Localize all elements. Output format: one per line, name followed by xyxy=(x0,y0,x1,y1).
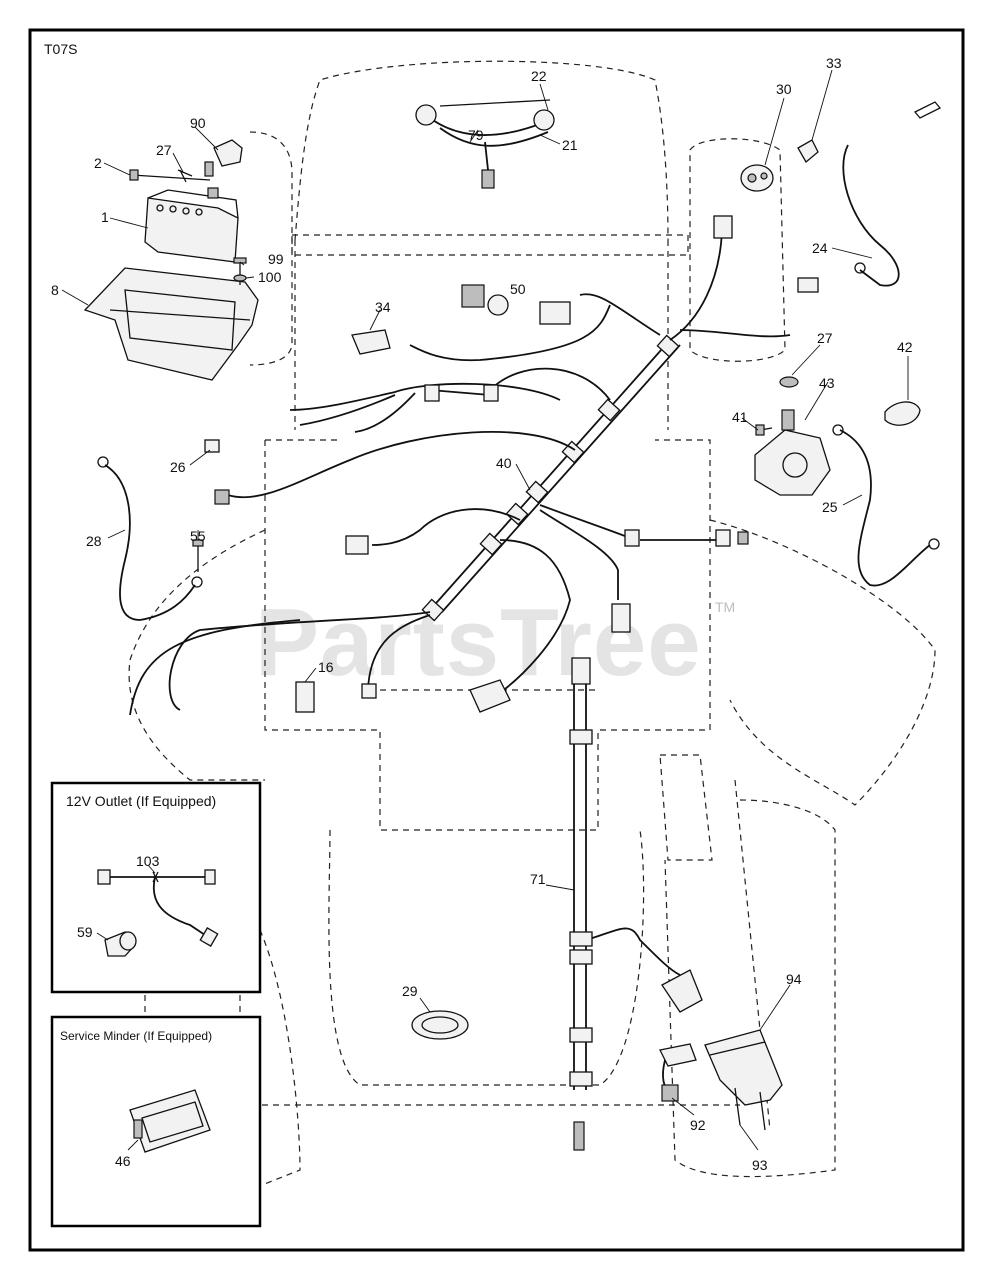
inset-outlet-title: 12V Outlet (If Equipped) xyxy=(66,793,216,809)
callout-2: 2 xyxy=(94,155,102,171)
callout-90: 90 xyxy=(190,115,206,131)
watermark: PartsTree TM xyxy=(255,589,735,696)
callout-8: 8 xyxy=(51,282,59,298)
callout-1: 1 xyxy=(101,209,109,225)
callout-24: 24 xyxy=(812,240,828,256)
callout-40: 40 xyxy=(496,455,512,471)
callout-29: 29 xyxy=(402,983,418,999)
ignition-module xyxy=(659,1029,783,1131)
callout-92: 92 xyxy=(690,1117,706,1133)
headlight-connector xyxy=(481,169,495,189)
diagram-code: T07S xyxy=(44,41,77,57)
relay-16 xyxy=(295,681,315,713)
callout-50: 50 xyxy=(510,281,526,297)
switch-plate xyxy=(797,139,819,163)
callout-28: 28 xyxy=(86,533,102,549)
callout-46: 46 xyxy=(115,1153,131,1169)
watermark-text: PartsTree xyxy=(255,589,702,696)
headlight-assembly xyxy=(415,99,555,189)
callout-93: 93 xyxy=(752,1157,768,1173)
callout-103: 103 xyxy=(136,853,160,869)
callout-27-battery: 27 xyxy=(156,142,172,158)
callout-99: 99 xyxy=(268,251,284,267)
callout-25: 25 xyxy=(822,499,838,515)
plug-29 xyxy=(411,1010,469,1040)
bolt xyxy=(129,169,139,181)
callout-leaders xyxy=(61,69,909,1151)
solenoid xyxy=(754,376,831,496)
screw xyxy=(233,257,247,264)
cable-28 xyxy=(104,464,196,621)
battery-tray xyxy=(83,267,259,381)
battery-assembly xyxy=(83,139,259,381)
light-switch xyxy=(461,284,509,316)
callout-41: 41 xyxy=(732,409,748,425)
terminal-boot-42 xyxy=(884,401,921,426)
main-harness xyxy=(129,215,819,716)
callout-55: 55 xyxy=(190,528,206,544)
inset-outlet-frame xyxy=(50,781,262,994)
cable-24 xyxy=(842,144,900,287)
inset-service-minder: Service Minder (If Equipped) 46 xyxy=(50,1015,262,1228)
callout-43: 43 xyxy=(819,375,835,391)
callout-94: 94 xyxy=(786,971,802,987)
callout-21: 21 xyxy=(562,137,578,153)
terminal-boot xyxy=(213,139,243,167)
callout-42: 42 xyxy=(897,339,913,355)
watermark-tm: TM xyxy=(715,599,735,615)
inset-12v-outlet: 12V Outlet (If Equipped) 103 59 xyxy=(50,781,262,994)
callout-26: 26 xyxy=(170,459,186,475)
callout-79: 79 xyxy=(468,127,484,143)
inset-service-title: Service Minder (If Equipped) xyxy=(60,1029,212,1043)
callout-71: 71 xyxy=(530,871,546,887)
headlight-left xyxy=(415,104,437,126)
callout-16: 16 xyxy=(318,659,334,675)
ignition-switch xyxy=(740,139,819,192)
harness-71 xyxy=(569,657,703,1151)
callout-30: 30 xyxy=(776,81,792,97)
callout-27-solenoid: 27 xyxy=(817,330,833,346)
connector-34 xyxy=(351,329,391,355)
battery xyxy=(144,197,239,263)
headlight-right xyxy=(533,109,555,131)
callout-34: 34 xyxy=(375,299,391,315)
chassis-outline xyxy=(128,60,936,1186)
callout-100: 100 xyxy=(258,269,282,285)
callout-labels: 90 2 27 1 99 100 8 22 21 79 30 33 24 27 … xyxy=(51,55,913,1173)
outer-frame xyxy=(28,28,965,1252)
cable-25 xyxy=(839,429,931,587)
callout-33: 33 xyxy=(826,55,842,71)
fuse-26 xyxy=(204,439,220,453)
callout-22: 22 xyxy=(531,68,547,84)
callout-59: 59 xyxy=(77,924,93,940)
nut xyxy=(233,274,247,282)
